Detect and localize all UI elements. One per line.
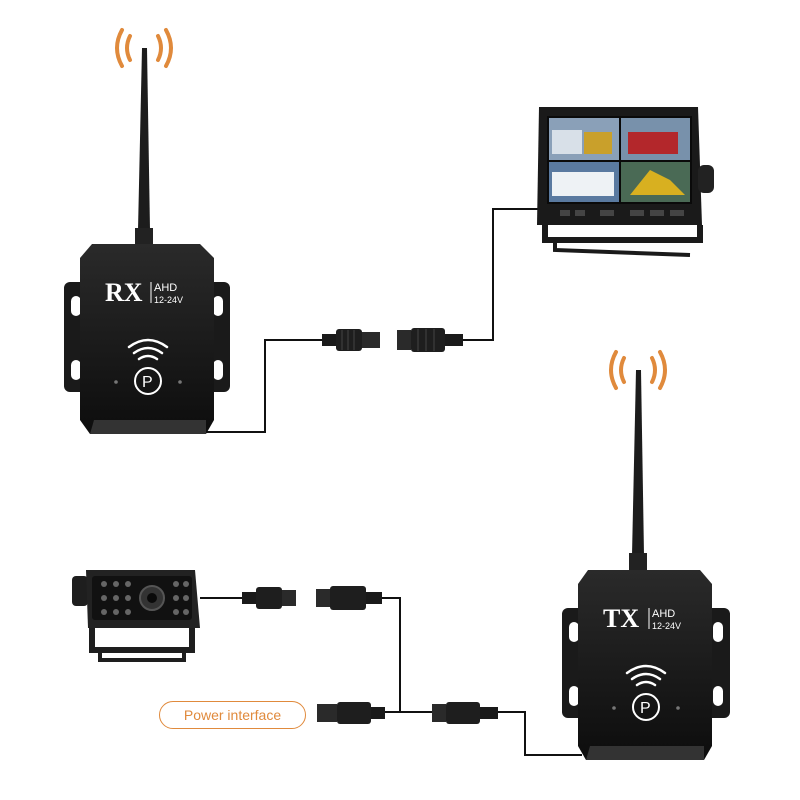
backup-camera [72, 570, 200, 662]
tx-voltage-label: 12-24V [652, 621, 681, 631]
connector-tx-female [316, 586, 382, 610]
tx-wireless-icon [625, 664, 667, 687]
rx-wireless-icon [127, 338, 169, 361]
camera-bracket [89, 628, 195, 653]
connector-female-monitor [397, 328, 463, 352]
power-interface-text: Power interface [183, 707, 282, 723]
rx-pair-button[interactable] [134, 367, 162, 395]
power-socket [432, 702, 498, 724]
rx-antenna [138, 48, 150, 230]
rx-model-label: RX [105, 278, 143, 307]
tx-pair-button-label: P [640, 700, 651, 717]
tx-type-label: AHD [652, 608, 675, 620]
monitor-buttons [560, 210, 684, 216]
cable-rx-to-monitor [205, 208, 548, 433]
tx-transmitter-unit: TX AHD 12-24V P [562, 350, 730, 760]
connector-male-rx [322, 329, 380, 351]
rx-type-label: AHD [154, 282, 177, 294]
rx-voltage-label: 12-24V [154, 295, 183, 305]
power-connector [317, 702, 385, 724]
tx-antenna [632, 370, 644, 555]
monitor-display [537, 107, 714, 257]
camera-ir-leds [101, 581, 189, 615]
rx-signal-waves-icon [115, 28, 173, 68]
cable-camera-to-tx [200, 597, 582, 756]
rx-receiver-unit: RX AHD 12-24V P [64, 28, 230, 434]
tx-pair-button[interactable] [632, 693, 660, 721]
power-interface-label: Power interface [159, 701, 306, 729]
connector-camera-male [242, 587, 296, 609]
tx-signal-waves-icon [609, 350, 667, 390]
tx-model-label: TX [603, 604, 639, 633]
rx-pair-button-label: P [142, 374, 153, 391]
